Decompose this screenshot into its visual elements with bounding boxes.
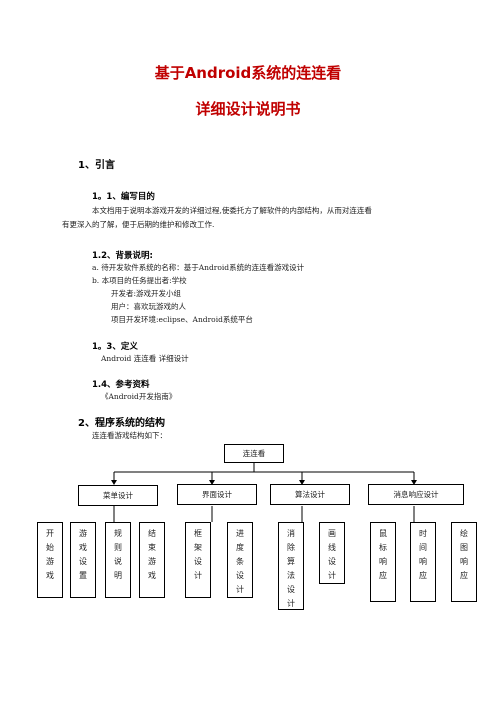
- diagram-leaf-node: 消除算法设计: [278, 522, 304, 610]
- section-1-4-heading: 1.4、参考资料: [92, 380, 150, 390]
- section-1-heading: 1、引言: [78, 160, 115, 171]
- section-1-2-item: 用户：喜欢玩游戏的人: [111, 302, 186, 311]
- diagram-module-menu: 菜单设计: [78, 485, 158, 506]
- diagram-leaf-node: 结束游戏: [139, 522, 165, 598]
- doc-subtitle: 详细设计说明书: [195, 100, 301, 118]
- section-1-2-item: 项目开发环境:eclipse、Android系统平台: [111, 315, 253, 324]
- section-1-2-item: a. 待开发软件系统的名称：基于Android系统的连连看游戏设计: [92, 263, 305, 272]
- doc-title: 基于Android系统的连连看: [154, 64, 342, 82]
- diagram-module-ui: 界面设计: [177, 484, 257, 505]
- section-1-3-text: Android 连连看 详细设计: [101, 354, 189, 363]
- section-2-intro: 连连看游戏结构如下：: [92, 431, 167, 440]
- section-1-4-text: 《Android开发指南》: [101, 392, 177, 401]
- section-1-1-line2: 有更深入的了解，便于后期的维护和修改工作.: [62, 220, 215, 229]
- section-1-2-item: 开发者:游戏开发小组: [111, 289, 182, 298]
- diagram-leaf-node: 开始游戏: [37, 522, 63, 598]
- diagram-leaf-node: 时间响应: [410, 522, 436, 602]
- section-1-1-heading: 1。1、编写目的: [92, 192, 155, 202]
- diagram-leaf-node: 游戏设置: [70, 522, 96, 598]
- section-1-3-heading: 1。3、定义: [92, 342, 138, 352]
- diagram-leaf-node: 规则说明: [105, 522, 131, 598]
- section-1-2-item: b. 本项目的任务提出者:学校: [92, 276, 187, 285]
- section-1-1-line1: 本文档用于说明本游戏开发的详细过程,使委托方了解软件的内部结构，从而对连连看: [92, 206, 372, 215]
- diagram-leaf-node: 鼠标响应: [370, 522, 396, 602]
- section-2-heading: 2、程序系统的结构: [78, 418, 165, 429]
- diagram-leaf-node: 画线设计: [319, 522, 345, 584]
- diagram-leaf-node: 进度条设计: [227, 522, 253, 598]
- diagram-root-node: 连连看: [224, 444, 284, 463]
- diagram-leaf-node: 框架设计: [185, 522, 211, 598]
- diagram-leaf-node: 绘图响应: [451, 522, 477, 602]
- diagram-module-algorithm: 算法设计: [270, 484, 350, 505]
- diagram-module-message: 消息响应设计: [368, 484, 464, 505]
- section-1-2-heading: 1.2、背景说明:: [92, 251, 153, 261]
